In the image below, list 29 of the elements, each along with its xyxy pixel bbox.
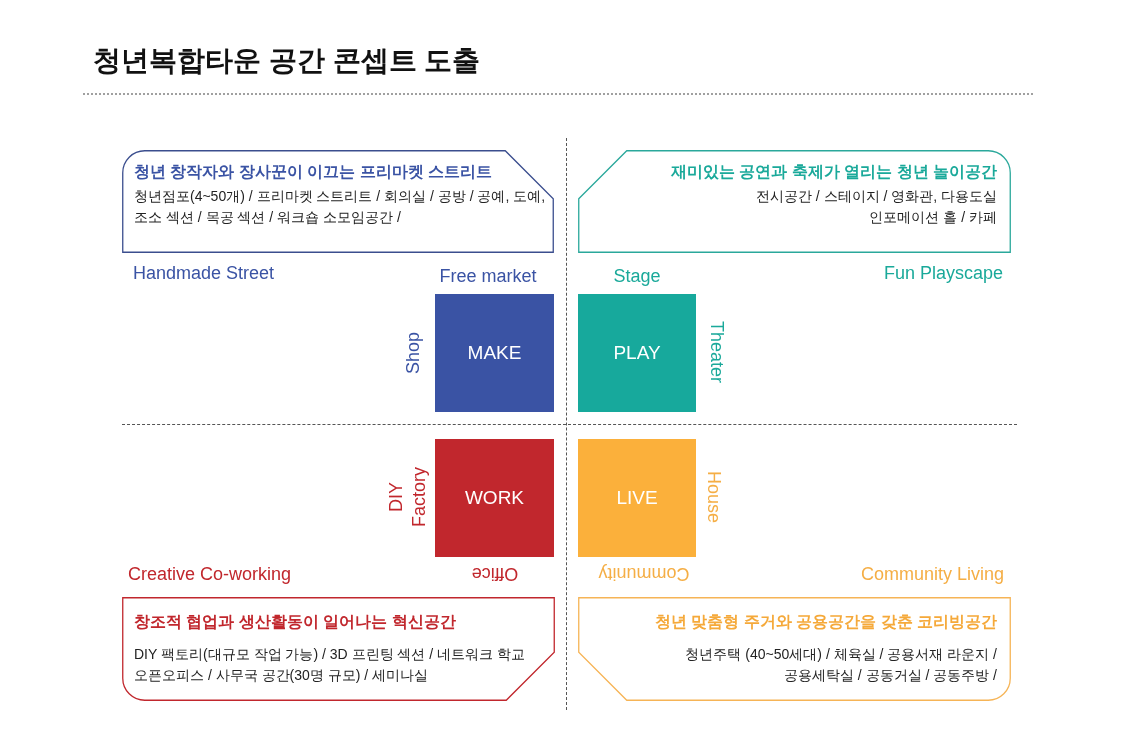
category-tile: WORK bbox=[435, 439, 554, 557]
quadrant-label: Community Living bbox=[860, 563, 1004, 585]
page-title: 청년복합타운 공간 콘셉트 도출 bbox=[93, 44, 481, 78]
tile-caption: DIY Factory bbox=[385, 466, 430, 529]
quadrant-label: Handmade Street bbox=[133, 262, 275, 284]
callout-box bbox=[122, 597, 555, 701]
callout-heading: 청년 맞춤형 주거와 공용공간을 갖춘 코리빙공간 bbox=[654, 612, 997, 632]
category-tile: LIVE bbox=[578, 439, 696, 557]
callout-text: DIY 팩토리(대규모 작업 가능) / 3D 프린팅 섹션 / 네트워크 학교 오픈오피스 / 사무국 공간(30명 규모) / 세미나실 bbox=[134, 645, 526, 685]
quadrant-label: Creative Co-working bbox=[128, 563, 292, 585]
quadrant-label: Fun Playscape bbox=[883, 262, 1003, 284]
callout-box bbox=[122, 150, 554, 253]
callout-text: 청년점포(4~50개) / 프리마켓 스트리트 / 회의실 / 공방 / 공예, 도예, 조소 섹션 / 목공 섹션 / 워크숍 소모임공간 / bbox=[134, 187, 547, 227]
tile-caption: Community bbox=[598, 562, 690, 585]
callout-heading: 청년 창작자와 장사꾼이 이끄는 프리마켓 스트리트 bbox=[134, 162, 493, 182]
tile-caption: Office bbox=[471, 562, 519, 585]
tile-caption: Shop bbox=[401, 332, 424, 374]
tile-caption: Free market bbox=[439, 264, 537, 288]
callout-heading: 창조적 협업과 생산활동이 일어나는 혁신공간 bbox=[134, 612, 456, 632]
callout-text: 청년주택 (40~50세대) / 체육실 / 공용서재 라운지 / 공용세탁실 / 공동거실 / 공동주방 / bbox=[684, 645, 997, 685]
tile-caption: Theater bbox=[705, 321, 728, 383]
category-tile: MAKE bbox=[435, 294, 554, 412]
tile-caption: Stage bbox=[613, 264, 661, 288]
callout-heading: 재미있는 공연과 축제가 열리는 청년 놀이공간 bbox=[670, 162, 997, 182]
callout-box bbox=[578, 150, 1011, 253]
callout-text: 전시공간 / 스테이지 / 영화관, 다용도실 인포메이션 홀 / 카페 bbox=[754, 187, 997, 227]
tile-caption: House bbox=[702, 471, 725, 523]
category-tile: PLAY bbox=[578, 294, 696, 412]
callout-box bbox=[578, 597, 1011, 701]
